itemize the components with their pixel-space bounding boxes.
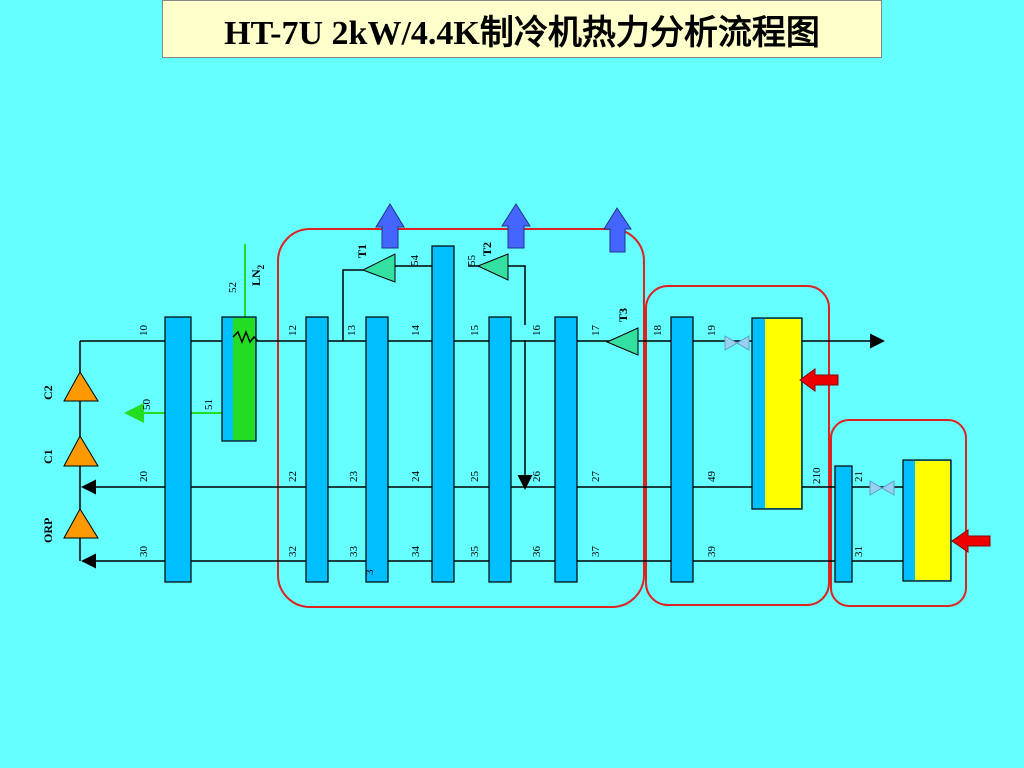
t2-outlet-line — [508, 265, 526, 325]
label-10: 10 — [138, 325, 150, 337]
equipment-labels: C2 C1 ORP T1 T2 T3 LN2 — [41, 242, 630, 543]
label-35: 35 — [469, 546, 481, 558]
label-14: 14 — [410, 325, 422, 337]
label-24: 24 — [410, 471, 422, 483]
label-12: 12 — [287, 325, 299, 336]
heat-exchangers — [164, 245, 853, 583]
label-23: 23 — [348, 471, 360, 483]
label-19: 19 — [706, 325, 718, 337]
exhaust-arrow-up-3 — [603, 207, 632, 253]
helium-vessel-1-liquid — [765, 319, 801, 508]
label-t1: T1 — [355, 244, 369, 258]
compressors — [63, 371, 99, 539]
boundary-box-turbine-section — [277, 228, 645, 608]
label-33-suffix: 3 — [364, 569, 376, 575]
boundary-box-cold-box — [645, 285, 830, 606]
heat-exchanger-8 — [670, 316, 694, 583]
svg-text:LN2: LN2 — [249, 264, 266, 286]
label-t2: T2 — [480, 242, 494, 256]
label-13: 13 — [346, 325, 358, 337]
label-15: 15 — [469, 325, 481, 337]
heat-exchanger-3 — [305, 316, 329, 583]
turbine-t3 — [605, 327, 639, 356]
label-30: 30 — [138, 546, 150, 558]
label-55: 55 — [466, 255, 478, 267]
label-16: 16 — [531, 325, 543, 337]
label-c2: C2 — [41, 385, 55, 400]
label-25: 25 — [469, 471, 481, 483]
label-27: 27 — [590, 471, 602, 483]
heat-load-arrow-1 — [799, 368, 839, 392]
label-54: 54 — [409, 255, 421, 267]
label-31: 31 — [853, 546, 865, 557]
turbine-t2 — [476, 253, 509, 281]
label-21: 21 — [853, 471, 865, 482]
page-title: HT-7U 2kW/4.4K制冷机热力分析流程图 — [162, 0, 882, 58]
compressor-orp — [63, 508, 99, 539]
heat-exchanger-6 — [488, 316, 512, 583]
label-37: 37 — [590, 546, 602, 558]
label-ln2: LN2 — [249, 264, 266, 286]
turbines — [361, 253, 639, 356]
heat-exchanger-4 — [365, 316, 389, 583]
label-50: 50 — [141, 399, 153, 411]
heat-exchanger-5 — [431, 245, 455, 583]
label-orp: ORP — [41, 518, 55, 543]
heat-load-arrow-2 — [951, 529, 991, 553]
heat-load-arrows — [799, 368, 991, 553]
turbine-t1 — [361, 253, 396, 283]
jt-valve-1 — [724, 335, 750, 351]
label-51: 51 — [203, 399, 215, 410]
heat-exchanger-1 — [164, 316, 192, 583]
label-36: 36 — [531, 546, 543, 558]
jt-valve-2 — [869, 480, 895, 496]
ln2-heat-exchanger-fill — [233, 318, 255, 440]
label-210: 210 — [811, 467, 823, 484]
label-52: 52 — [227, 282, 239, 293]
label-33: 33 — [348, 546, 360, 558]
label-34: 34 — [410, 546, 422, 558]
label-18: 18 — [652, 325, 664, 337]
compressor-c2 — [63, 371, 99, 402]
heat-exchanger-9 — [834, 465, 853, 583]
ln2-coil — [232, 329, 259, 345]
exhaust-arrow-up-1 — [375, 203, 405, 249]
label-20: 20 — [138, 471, 150, 483]
exhaust-arrow-up-2 — [501, 203, 531, 249]
label-39: 39 — [706, 546, 718, 558]
label-22: 22 — [287, 471, 299, 482]
t1-inlet-line — [342, 269, 363, 341]
label-c1: C1 — [41, 449, 55, 464]
label-t3: T3 — [616, 308, 630, 322]
label-32: 32 — [287, 546, 299, 557]
boundary-box-load — [830, 419, 967, 607]
label-49: 49 — [706, 471, 718, 483]
helium-vessel-2-liquid — [915, 461, 950, 580]
compressor-c1 — [63, 434, 99, 467]
heat-exchanger-7 — [554, 316, 578, 583]
label-17: 17 — [590, 325, 602, 337]
stream-labels: 10 12 13 14 15 16 17 18 19 20 22 23 24 2… — [138, 255, 865, 576]
label-26: 26 — [531, 471, 543, 483]
exhaust-arrows — [375, 203, 632, 253]
